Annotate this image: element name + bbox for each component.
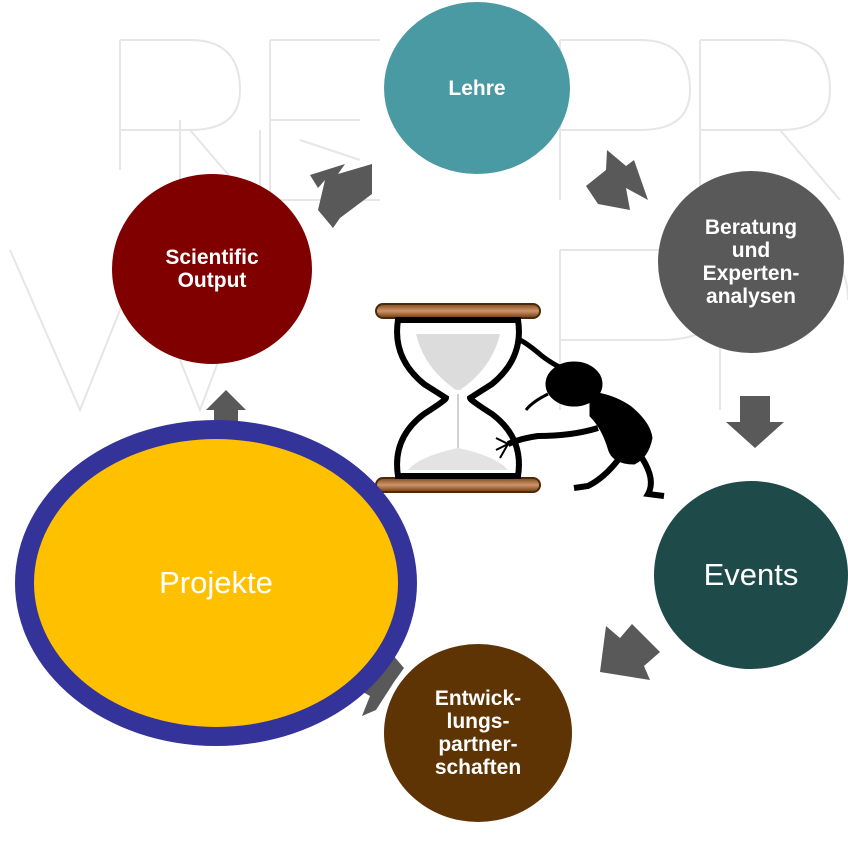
node-beratung-line-2: und [731, 239, 771, 262]
node-entw-line-3: partner- [438, 733, 518, 756]
node-entwicklungspartnerschaften: Entwick- lungs- partner- schaften [384, 644, 572, 822]
hourglass-sand-bottom [408, 398, 508, 470]
node-entw-line-2: lungs- [446, 710, 510, 733]
node-lehre: Lehre [384, 2, 570, 174]
hourglass-top-cap [375, 303, 541, 319]
hourglass-sand-top [416, 334, 500, 390]
node-beratung-line-3: Experten- [702, 262, 800, 285]
node-events-label: Events [703, 557, 799, 592]
node-scientific-line-2: Output [177, 269, 247, 292]
node-beratung-line-1: Beratung [704, 216, 798, 239]
node-entw-line-4: schaften [434, 756, 522, 779]
node-scientific-line-1: Scientific [165, 246, 259, 269]
node-events: Events [654, 481, 848, 669]
pushing-figure [495, 337, 665, 499]
node-scientific-output: Scientific Output [112, 174, 312, 364]
node-projekte-label: Projekte [159, 565, 273, 600]
hourglass-bottom-cap [375, 477, 541, 493]
node-entw-line-1: Entwick- [434, 687, 522, 710]
node-beratung: Beratung und Experten- analysen [658, 171, 844, 353]
node-projekte: Projekte [15, 420, 417, 746]
node-lehre-label: Lehre [448, 76, 506, 100]
hourglass-illustration [375, 303, 665, 499]
node-beratung-line-4: analysen [706, 285, 796, 308]
